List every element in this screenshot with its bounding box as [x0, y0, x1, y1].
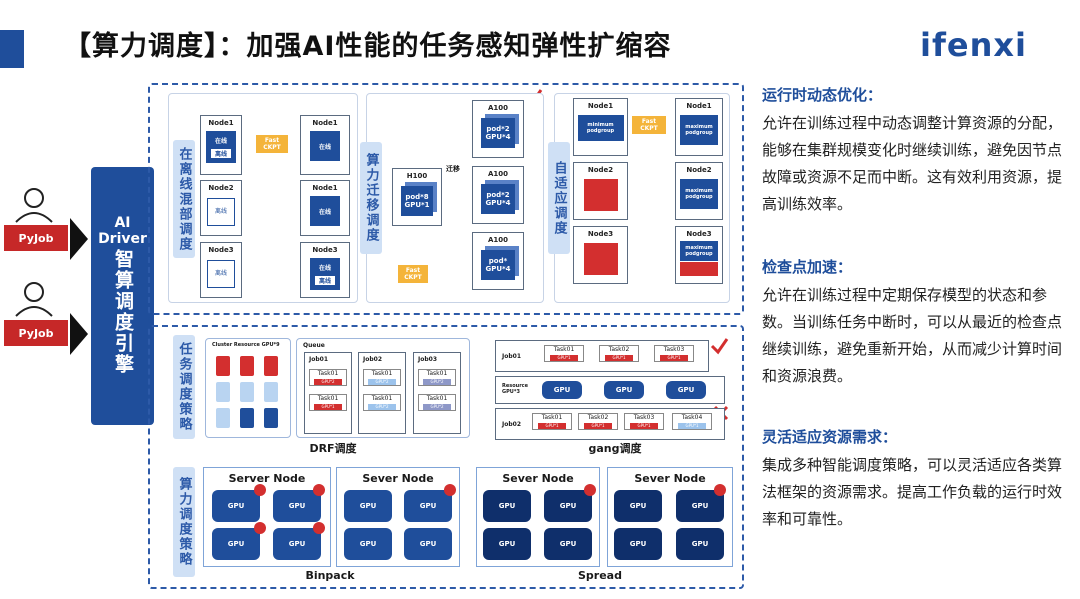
gpu-chip: GPU	[614, 528, 662, 560]
gpu-chip: GPU	[344, 490, 392, 522]
user-icon	[15, 188, 53, 317]
drf-caption: DRF调度	[309, 442, 357, 455]
node-card: Node1 在线	[300, 115, 350, 175]
gpu-chip: GPU	[544, 490, 592, 522]
migrate-scheduling-label: 算力迁移调度	[360, 142, 382, 254]
title-accent-bar	[0, 30, 24, 68]
ai-driver-engine: AI Driver 智算调度引擎	[91, 167, 154, 425]
section-heading-checkpoint: 检查点加速：	[762, 258, 853, 276]
gpu-chip: GPU	[483, 490, 531, 522]
compute-strategy-label: 算力调度策略	[173, 467, 195, 577]
spread-caption: Spread	[578, 569, 622, 582]
driver-en-label: AI Driver	[98, 215, 147, 247]
node-card: Node2	[573, 162, 628, 220]
section-heading-flexible: 灵活适应资源需求：	[762, 428, 898, 446]
gpu-resource-grid	[216, 356, 282, 434]
migrate-label: 迁移	[446, 165, 460, 173]
gpu-chip: GPU	[212, 528, 260, 560]
section-heading-runtime: 运行时动态优化：	[762, 86, 883, 104]
task-strategy-label: 任务调度策略	[173, 335, 195, 439]
node-card: Node1 在线	[300, 180, 350, 236]
gpu-chip: GPU	[273, 528, 321, 560]
gpu-chip: GPU	[273, 490, 321, 522]
gpu-chip: GPU	[614, 490, 662, 522]
node-card: Node2 离线	[200, 180, 242, 236]
occupied-dot-icon	[313, 484, 325, 496]
gpu-chip: GPU	[544, 528, 592, 560]
pyjob-badge-2: PyJob	[4, 320, 68, 346]
section-body-checkpoint: 允许在训练过程中定期保存模型的状态和参数。当训练任务中断时，可以从最近的检查点继…	[762, 286, 1063, 385]
a100-node: A100 pod*GPU*4	[472, 232, 524, 290]
node-card: Node3 在线 离线	[300, 242, 350, 298]
gpu-chip: GPU	[212, 490, 260, 522]
gpu-chip: GPU	[676, 490, 724, 522]
adaptive-scheduling-label: 自适应调度	[548, 142, 570, 254]
page-title: 【算力调度】：加强AI性能的任务感知弹性扩缩容	[64, 31, 672, 62]
occupied-dot-icon	[584, 484, 596, 496]
mixed-scheduling-label: 在离线混部调度	[173, 140, 195, 258]
section-body-flexible: 集成多种智能调度策略，可以灵活适应各类算法框架的资源需求。提高工作负载的运行时效…	[762, 456, 1063, 528]
gpu-chip: GPU	[344, 528, 392, 560]
ifenxi-logo: ifenxi	[920, 26, 1027, 64]
arrow-right-icon	[70, 218, 88, 260]
occupied-dot-icon	[254, 484, 266, 496]
node-card: Node1 在线 离线	[200, 115, 242, 175]
occupied-dot-icon	[714, 484, 726, 496]
arrow-right-icon	[70, 313, 88, 355]
occupied-dot-icon	[444, 484, 456, 496]
bottom-section-box	[148, 325, 744, 589]
gpu-chip: GPU	[483, 528, 531, 560]
node-card: Node3 离线	[200, 242, 242, 298]
gang-caption: gang调度	[588, 442, 642, 455]
section-body-runtime: 允许在训练过程中动态调整计算资源的分配，能够在集群规模变化时继续训练，避免因节点…	[762, 114, 1063, 213]
node-card: Node3	[573, 226, 628, 284]
pyjob-badge-1: PyJob	[4, 225, 68, 251]
gpu-chip: GPU	[676, 528, 724, 560]
occupied-dot-icon	[254, 522, 266, 534]
occupied-dot-icon	[313, 522, 325, 534]
driver-cn-label: 智算调度引擎	[112, 249, 134, 375]
gpu-chip: GPU	[404, 490, 452, 522]
binpack-caption: Binpack	[305, 569, 355, 582]
top-section-box	[148, 83, 744, 315]
gpu-chip: GPU	[404, 528, 452, 560]
